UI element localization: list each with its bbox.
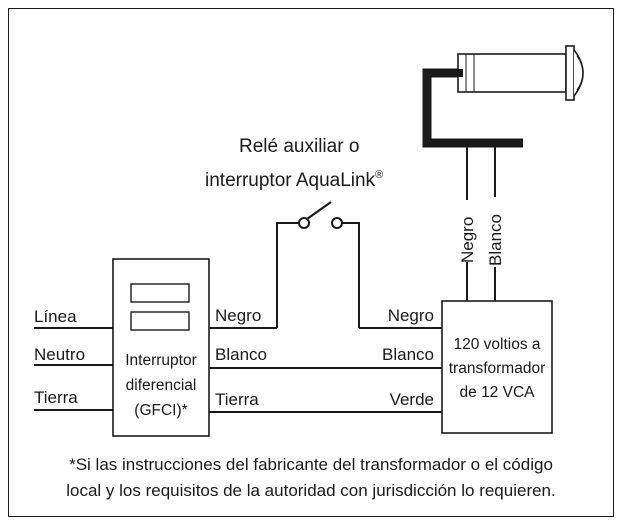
transformer-label-line3: de 12 VCA (460, 384, 536, 401)
transformer-box (441, 300, 553, 434)
footnote-line2: local y los requisitos de la autoridad c… (66, 481, 556, 500)
gfci-white-label: Blanco (215, 345, 267, 364)
line-label: Línea (34, 307, 77, 326)
relay-label-line2: interruptor AquaLink® (205, 169, 383, 191)
gfci-ground-label: Tierra (215, 390, 259, 409)
gfci-label-line1: Interruptor (125, 352, 197, 369)
transformer-label-line1: 120 voltios a (453, 336, 540, 353)
gfci-label-line3: (GFCI)* (134, 402, 187, 419)
footnote-line1: *Si las instrucciones del fabricante del… (69, 455, 553, 474)
gfci-button-lower (130, 311, 190, 331)
gfci-black-label: Negro (215, 306, 261, 325)
lamp-black-label: Negro (458, 217, 477, 263)
pool-light-icon (422, 45, 584, 148)
transformer-white-label: Blanco (382, 345, 434, 364)
ground-label: Tierra (34, 388, 78, 407)
neutral-label: Neutro (34, 345, 85, 364)
gfci-label-line2: diferencial (126, 377, 197, 394)
transformer-green-label: Verde (390, 390, 434, 409)
transformer-black-label: Negro (388, 306, 434, 325)
transformer-label-line2: transformador (449, 360, 545, 377)
gfci-button-upper (130, 283, 190, 303)
lamp-white-label: Blanco (486, 214, 505, 266)
relay-label-line1: Relé auxiliar o (239, 136, 359, 157)
relay-switch-icon (276, 201, 360, 328)
